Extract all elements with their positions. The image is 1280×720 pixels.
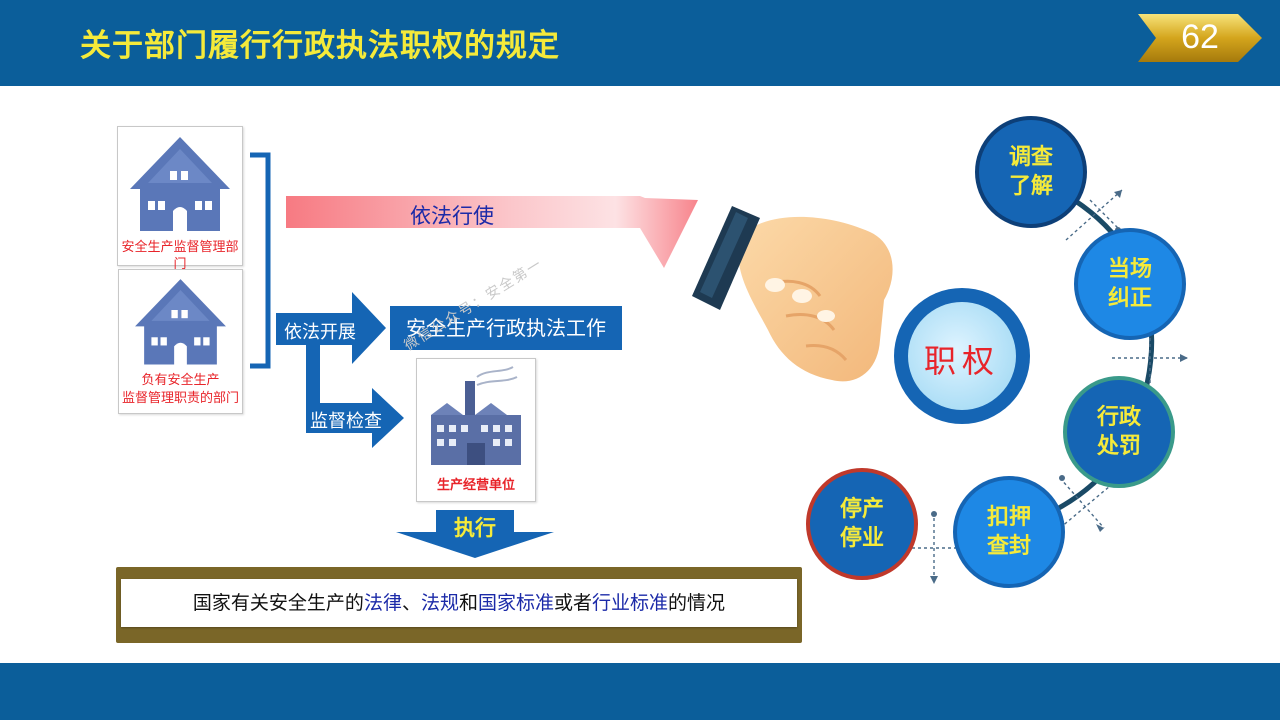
dept2-label-line1: 负有安全生产	[141, 373, 220, 388]
inspect-connector	[306, 345, 320, 403]
power-investigate: 调查了解	[975, 116, 1087, 228]
power-penalty: 行政处罚	[1063, 376, 1175, 488]
exercise-arrow	[286, 196, 698, 268]
exercise-label: 依法行使	[410, 204, 494, 228]
dept1-label: 安全生产监督管理部门	[121, 240, 239, 272]
power-suspend: 停产停业	[806, 468, 918, 580]
work-box: 安全生产行政执法工作	[390, 306, 622, 350]
dept-bracket	[250, 152, 271, 369]
page-title: 关于部门履行行政执法职权的规定	[80, 28, 560, 64]
standards-banner-inner	[121, 579, 797, 627]
page-number-badge	[1138, 14, 1262, 62]
page-number: 62	[1181, 18, 1219, 56]
standards-text: 国家有关安全生产的法律、法规和国家标准或者行业标准的情况	[192, 592, 726, 614]
magnifier-illustration	[692, 206, 1030, 424]
footer-bar	[0, 663, 1280, 720]
dept-card-supervision: 安全生产监督管理部门	[117, 126, 243, 272]
enterprise-card: 生产经营单位	[416, 358, 536, 502]
dept-card-responsible: 负有安全生产 监督管理职责的部门	[118, 269, 243, 414]
power-correct: 当场纠正	[1074, 228, 1186, 340]
power-center-label: 职权	[923, 342, 1000, 380]
execute-label: 执行	[454, 516, 496, 540]
enterprise-label: 生产经营单位	[436, 478, 515, 493]
inspect-label: 监督检查	[310, 411, 382, 432]
conduct-arrow	[276, 292, 386, 364]
house-icon	[130, 137, 230, 231]
conduct-label: 依法开展	[284, 322, 356, 343]
house-icon	[135, 279, 226, 365]
header-bar	[0, 0, 1280, 86]
power-seal: 扣押查封	[953, 476, 1065, 588]
execute-arrow	[396, 510, 554, 558]
inspect-arrow	[306, 388, 404, 448]
factory-icon	[431, 366, 521, 465]
dept2-label-line2: 监督管理职责的部门	[121, 391, 239, 406]
